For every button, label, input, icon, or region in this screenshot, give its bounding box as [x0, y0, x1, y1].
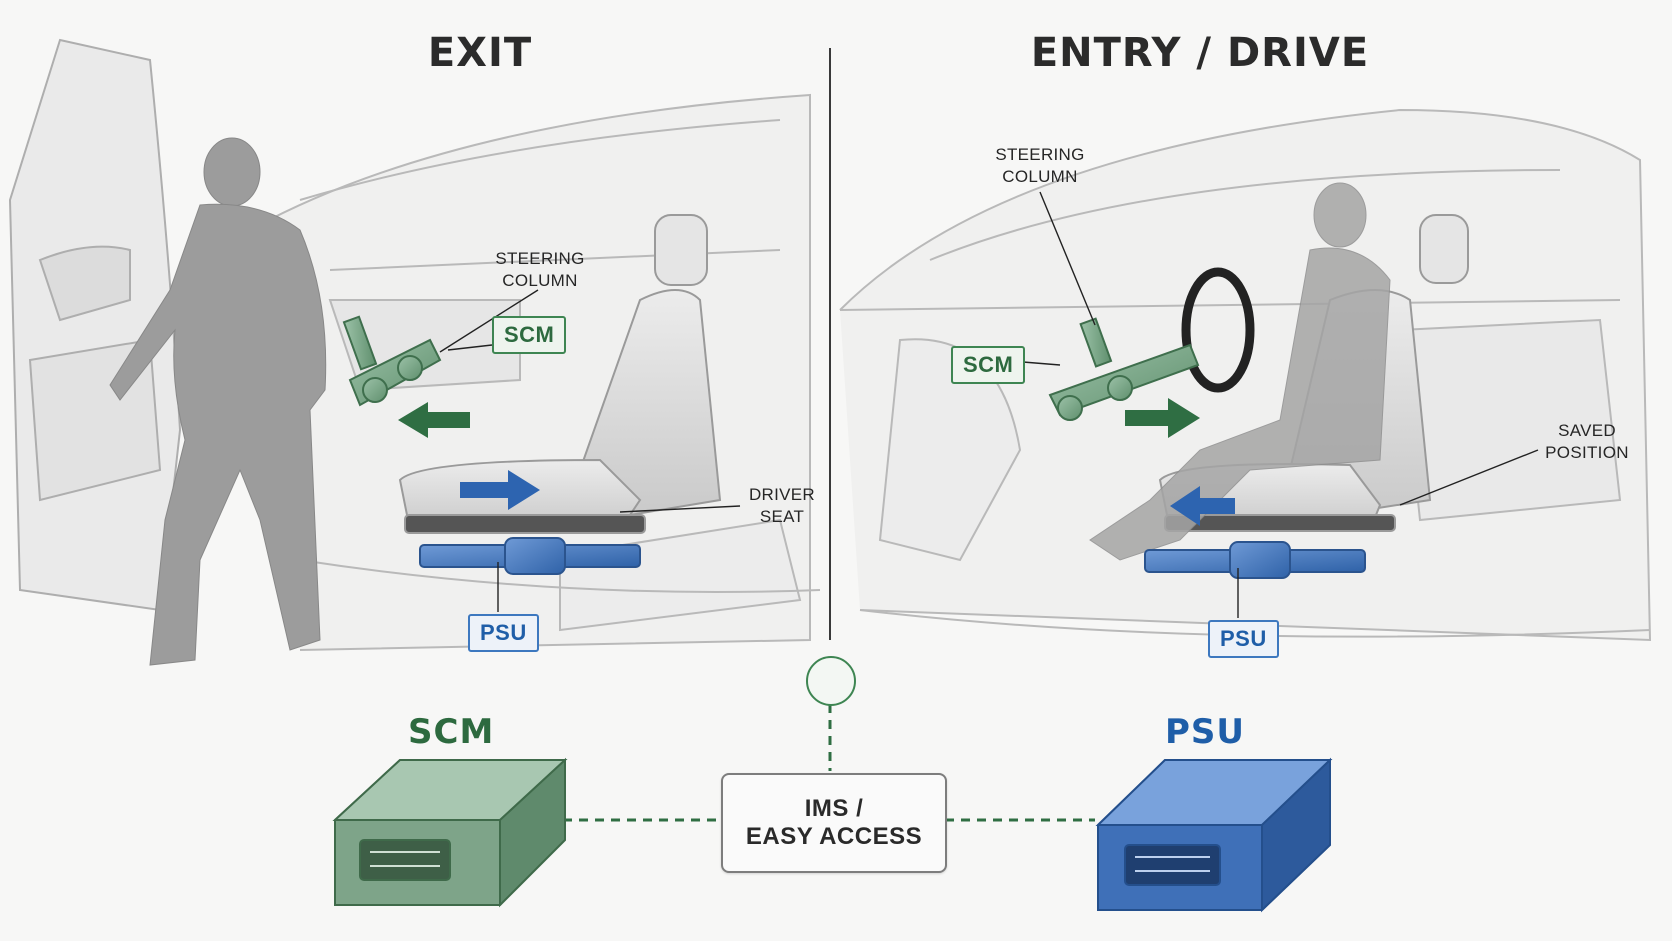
scm-module-title: SCM — [408, 712, 495, 752]
right-psu-rail — [1144, 541, 1366, 579]
right-saved-line2: POSITION — [1545, 443, 1629, 462]
steering-wheel — [1181, 267, 1255, 393]
psu-module-unit — [1095, 757, 1333, 913]
exit-heading: EXIT — [427, 30, 533, 76]
scm-module-unit — [332, 757, 568, 908]
right-steering-label-line2: COLUMN — [1002, 167, 1078, 186]
right-steering-label-line1: STEERING — [995, 145, 1085, 164]
person-driving-silhouette — [1089, 182, 1391, 561]
entry-drive-heading: ENTRY / DRIVE — [1030, 30, 1370, 76]
right-steering-column — [1048, 317, 1200, 421]
left-steering-label-line2: COLUMN — [502, 271, 578, 290]
left-driver-seat-line1: DRIVER — [748, 485, 816, 504]
user-profile-circle — [806, 656, 856, 706]
person-exiting-silhouette — [109, 137, 327, 666]
ims-label-line1: IMS / — [804, 795, 864, 822]
left-steering-label-line1: STEERING — [495, 249, 585, 268]
right-steering-column-label: STEERING COLUMN — [980, 144, 1100, 188]
right-blue-arrow — [1170, 486, 1235, 526]
left-blue-arrow — [460, 470, 540, 510]
ims-links — [563, 704, 1095, 822]
right-psu-tag: PSU — [1208, 620, 1279, 658]
right-saved-line1: SAVED — [1558, 421, 1616, 440]
right-scm-tag: SCM — [951, 346, 1026, 384]
right-green-arrow — [1125, 398, 1200, 438]
left-driver-seat-line2: SEAT — [759, 507, 805, 526]
left-psu-tag: PSU — [468, 614, 539, 652]
right-saved-position-label: SAVED POSITION — [1532, 420, 1642, 464]
left-scm-tag: SCM — [492, 316, 567, 354]
ims-label-line2: EASY ACCESS — [745, 823, 923, 850]
left-psu-rail — [419, 537, 641, 575]
left-steering-column — [342, 315, 442, 407]
psu-module-title: PSU — [1165, 712, 1246, 752]
left-driver-seat-label: DRIVER SEAT — [742, 484, 822, 528]
left-green-arrow — [398, 402, 470, 438]
ims-easy-access-box: IMS / EASY ACCESS — [721, 773, 947, 873]
left-steering-column-label: STEERING COLUMN — [480, 248, 600, 292]
